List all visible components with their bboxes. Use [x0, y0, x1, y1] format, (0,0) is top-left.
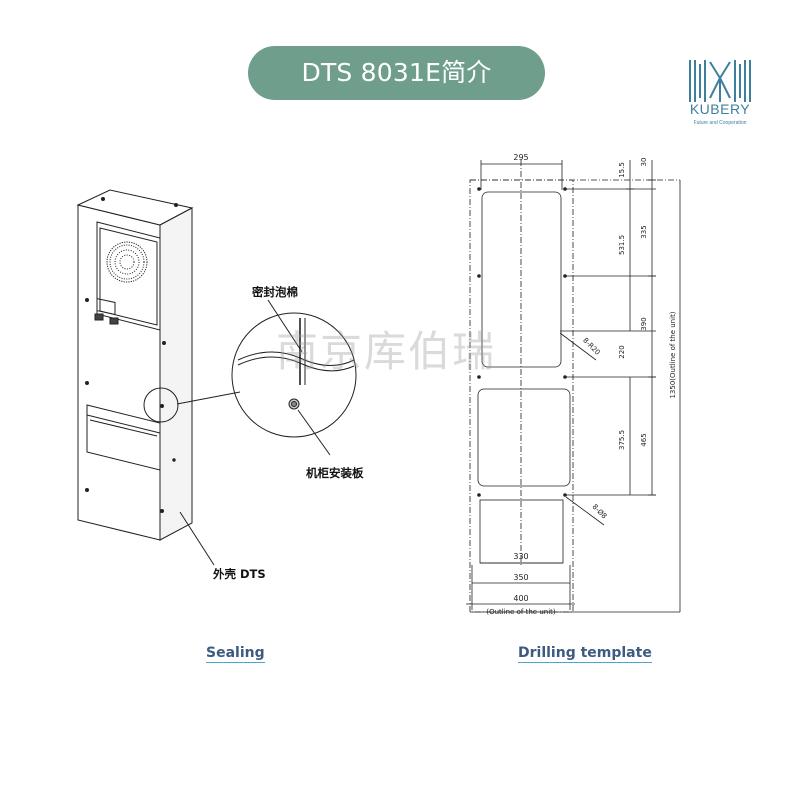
caption-sealing: Sealing [206, 645, 265, 663]
drilling-template [466, 160, 681, 613]
dim-hole-d8: 8-Ø8 [591, 503, 609, 521]
dim-inner-width: 330 [513, 552, 528, 561]
dim-15-5: 15.5 [618, 162, 626, 178]
dim-220: 220 [618, 345, 626, 358]
dim-total-height: 1350(Outline of the unit) [669, 311, 677, 398]
cabinet-unit [76, 189, 194, 541]
dim-mid-width: 350 [513, 573, 528, 582]
dim-375-5: 375.5 [618, 430, 626, 450]
dim-hole-r20: 8-R20 [581, 336, 601, 356]
callout-cabinet-plate: 机柜安装板 [306, 466, 364, 480]
kubery-logo-icon [689, 60, 751, 102]
caption-drilling-template: Drilling template [518, 645, 652, 663]
callout-shell: 外壳 DTS [213, 567, 266, 581]
dim-390: 390 [640, 317, 648, 330]
watermark: 南京库伯瑞 [276, 327, 497, 376]
dim-465: 465 [640, 433, 648, 446]
dim-outer-width: 400 [513, 594, 528, 603]
dim-outer-note: (Outline of the unit) [486, 608, 556, 616]
dim-top-width: 295 [513, 153, 528, 162]
page-title: DTS 8031E简介 [248, 46, 545, 100]
dim-531-5: 531.5 [618, 235, 626, 255]
dim-30: 30 [640, 158, 648, 167]
dim-335: 335 [640, 225, 648, 238]
callout-seal-foam: 密封泡棉 [252, 285, 298, 299]
seal-zoom-detail [176, 299, 357, 566]
logo-tagline: Future and Cooperation [693, 120, 747, 126]
logo-name: KUBERY [689, 101, 751, 117]
